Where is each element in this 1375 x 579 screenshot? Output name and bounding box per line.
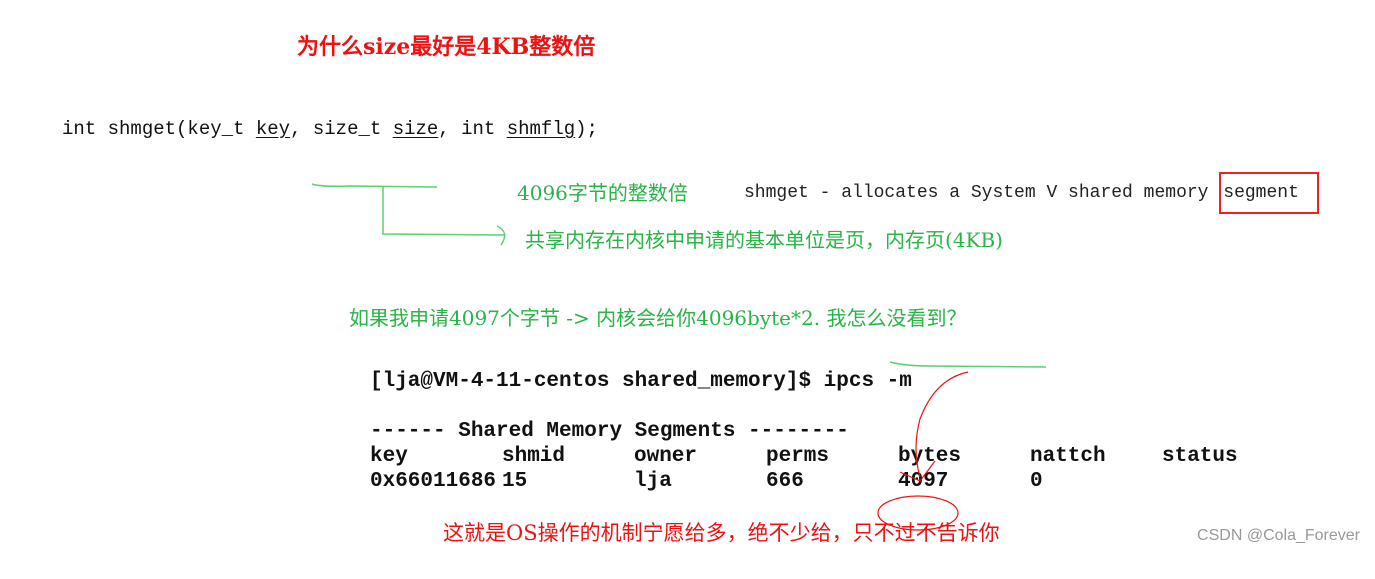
param-key: key — [255, 118, 291, 140]
page-note: 共享内存在内核中申请的基本单位是页，内存页(4KB) — [525, 228, 1003, 252]
cell-key: 0x66011686 — [370, 470, 497, 493]
question-note: 如果我申请4097个字节 -> 内核会给你4096byte*2. 我怎么没看到？ — [349, 306, 967, 330]
header-owner: owner — [634, 445, 698, 468]
code-text: , size_t — [290, 118, 393, 140]
man-highlight: segment — [1219, 172, 1319, 214]
question-underline-stroke — [889, 361, 1047, 368]
code-text: , int — [438, 118, 507, 140]
man-row: 4096字节的整数倍 shmget - allocates a System V… — [0, 172, 1375, 214]
header-shmid: shmid — [502, 445, 566, 468]
cell-bytes: 4097 — [898, 470, 949, 493]
header-key: key — [370, 445, 408, 468]
code-text: ); — [575, 118, 598, 140]
cell-nattch: 0 — [1030, 470, 1043, 493]
cell-shmid: 15 — [502, 470, 528, 493]
terminal-section: ------ Shared Memory Segments -------- — [370, 420, 849, 443]
cell-owner: lja — [634, 470, 672, 493]
bottom-row: 这就是OS操作的机制宁愿给多，绝不少给，只不过不告诉你 CSDN @Cola_F… — [0, 519, 1375, 545]
header-status: status — [1162, 445, 1238, 468]
param-size: size — [392, 118, 439, 140]
terminal-prompt: [lja@VM-4-11-centos shared_memory]$ ipcs… — [370, 370, 912, 393]
param-shmflg: shmflg — [506, 118, 576, 140]
man-description: shmget - allocates a System V shared mem… — [744, 172, 1319, 214]
conclusion-note: 这就是OS操作的机制宁愿给多，绝不少给，只不过不告诉你 — [443, 521, 1000, 545]
function-prototype: int shmget(key_t key, size_t size, int s… — [0, 118, 1375, 140]
annotation-strokes — [311, 183, 1047, 531]
size-note: 4096字节的整数倍 — [517, 181, 688, 205]
man-text: shmget - allocates a System V shared mem… — [744, 183, 1220, 203]
code-text: int shmget(key_t — [62, 118, 256, 140]
header-nattch: nattch — [1030, 445, 1106, 468]
cell-perms: 666 — [766, 470, 804, 493]
terminal-headers: key shmid owner perms bytes nattch statu… — [0, 446, 1375, 468]
terminal-row: 0x66011686 15 lja 666 4097 0 — [0, 471, 1375, 493]
header-perms: perms — [766, 445, 830, 468]
title: 为什么size最好是4KB整数倍 — [297, 34, 596, 60]
header-bytes: bytes — [898, 445, 962, 468]
annotated-document: 为什么size最好是4KB整数倍 int shmget(key_t key, s… — [0, 29, 1375, 545]
watermark: CSDN @Cola_Forever — [1197, 527, 1360, 544]
